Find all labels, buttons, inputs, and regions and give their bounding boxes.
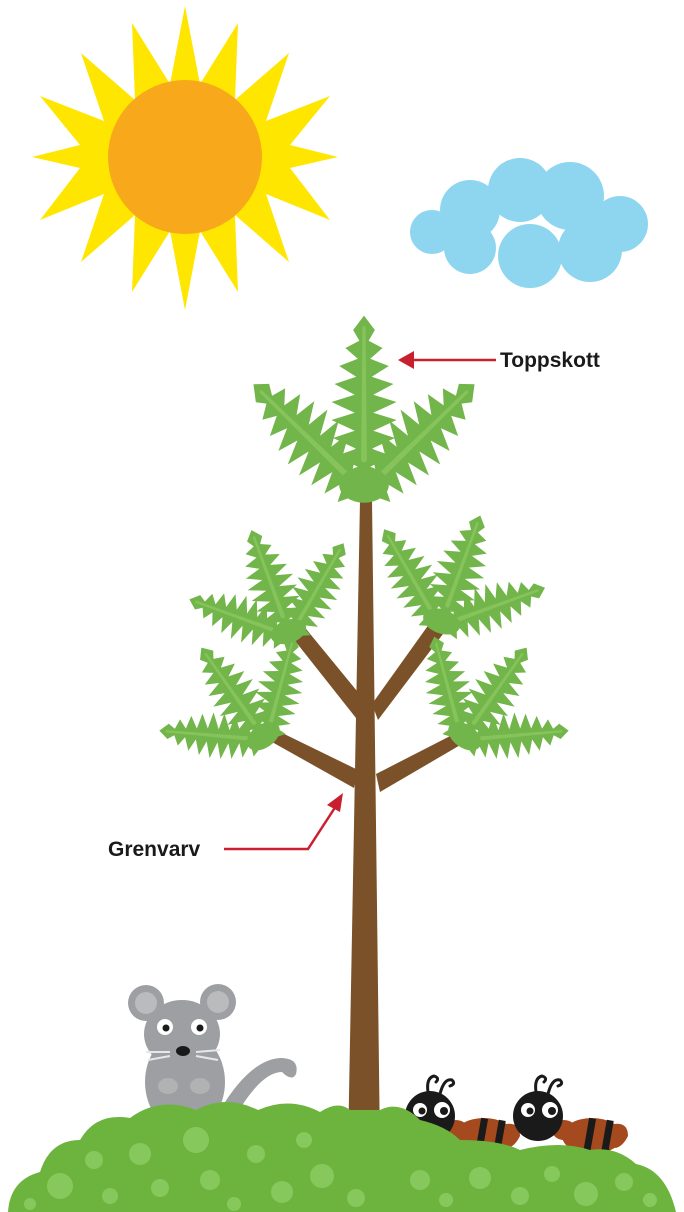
branch-whorl-pointer: Grenvarv (108, 793, 343, 861)
branch-cluster-upper-right (339, 481, 575, 678)
branch-cluster-upper-left (161, 497, 387, 686)
grass-icon (8, 1102, 676, 1212)
sun-icon (32, 6, 338, 310)
top-shoot-pointer: Toppskott (398, 349, 600, 372)
top-shoot-label: Toppskott (500, 349, 600, 372)
branch-whorl-label: Grenvarv (108, 838, 201, 861)
top-shoot-cluster (234, 316, 495, 520)
cloud-icon (410, 158, 648, 288)
